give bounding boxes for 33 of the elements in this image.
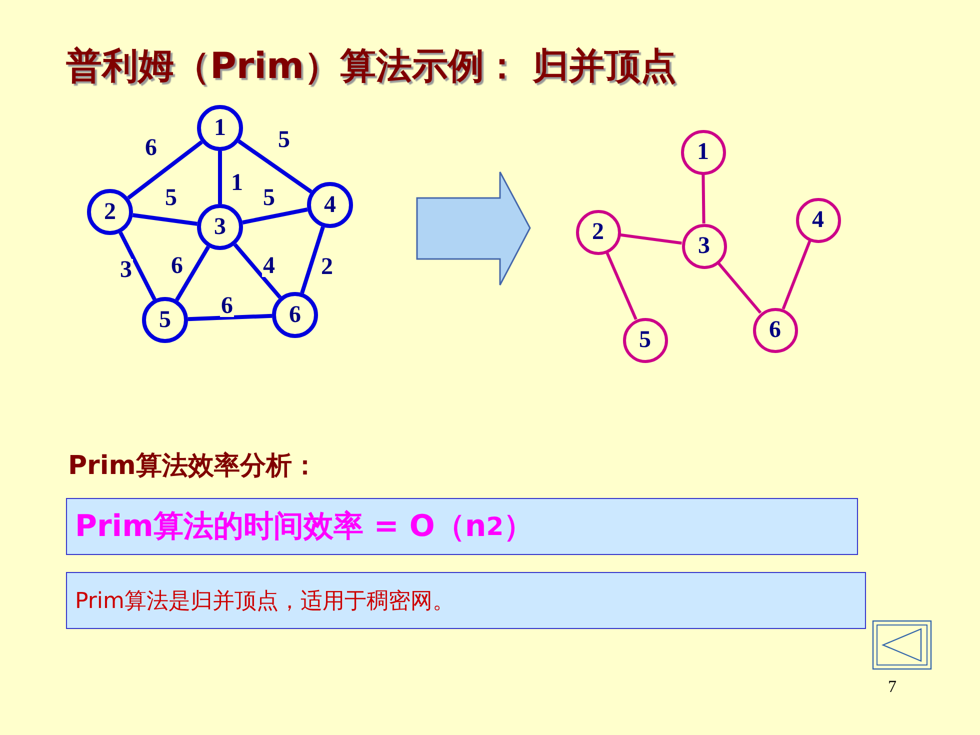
vertex-circle: 1 [197,105,243,151]
vertex-circle: 3 [682,224,726,268]
vertex-circle: 5 [622,318,668,362]
vertex-circle: 2 [87,189,133,235]
edge-line [620,233,682,245]
edge-line [132,213,198,226]
page-number: 7 [888,677,896,697]
edge-line [188,314,272,322]
vertex-circle: 6 [272,292,318,338]
edge-line [300,226,325,294]
vertex-circle: 5 [142,297,188,343]
edge-line [242,208,308,224]
text-box: Prim算法是归并顶点，适用于稠密网。 [66,572,866,629]
vertex-circle: 1 [680,130,726,174]
edge-line [782,240,812,310]
edge-line [606,252,638,320]
slide-title: 普利姆（Prim）算法示例： 归并顶点 [66,45,677,89]
edge-line [118,232,156,300]
vertex-circle: 4 [307,182,353,228]
edge-label: 4 [262,255,276,277]
edge-line [238,140,312,194]
edge-line [174,246,210,302]
vertex-circle: 4 [796,198,840,242]
edge-line [717,262,762,314]
vertex-circle: 2 [576,210,620,254]
vertex-circle: 6 [752,308,798,352]
edge-line [702,174,706,224]
section-heading: Prim算法效率分析： [68,450,318,483]
vertex-circle: 3 [197,204,243,250]
edge-line [127,140,203,200]
edge-line [218,151,222,204]
edge-label: 6 [220,295,234,317]
edge-line [233,243,282,299]
